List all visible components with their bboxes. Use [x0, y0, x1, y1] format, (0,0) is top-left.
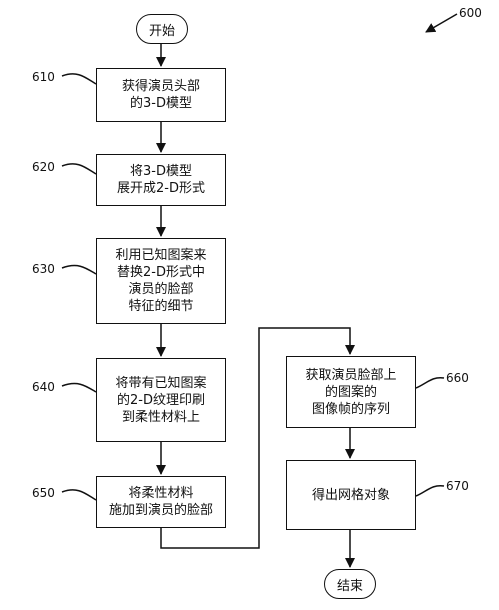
step-ref-660: 660 — [446, 371, 469, 385]
step-620-unwrap-to-2d: 将3-D模型 展开成2-D形式 — [96, 154, 226, 206]
leader-620 — [61, 163, 97, 175]
step-ref-670: 670 — [446, 479, 469, 493]
leader-650 — [61, 489, 97, 501]
figure-pointer-arrow — [425, 13, 458, 33]
step-660-capture-image-frames: 获取演员脸部上 的图案的 图像帧的序列 — [286, 356, 416, 428]
step-ref-630: 630 — [32, 262, 55, 276]
step-640-print-texture: 将带有已知图案 的2-D纹理印刷 到柔性材料上 — [96, 358, 226, 442]
step-630-replace-facial-details: 利用已知图案来 替换2-D形式中 演员的脸部 特征的细节 — [96, 238, 226, 324]
leader-640 — [61, 382, 97, 393]
leader-630 — [61, 264, 97, 275]
step-ref-640: 640 — [32, 380, 55, 394]
figure-number: 600 — [459, 6, 482, 20]
start-terminal: 开始 — [136, 14, 188, 44]
arrow-650-to-660 — [160, 327, 355, 549]
end-terminal: 结束 — [324, 569, 376, 599]
step-670-derive-mesh: 得出网格对象 — [286, 460, 416, 530]
leader-610 — [61, 73, 97, 85]
step-ref-610: 610 — [32, 70, 55, 84]
leader-660 — [415, 376, 445, 389]
leader-670 — [415, 484, 445, 497]
step-ref-650: 650 — [32, 486, 55, 500]
step-610-get-3d-head-model: 获得演员头部 的3-D模型 — [96, 68, 226, 122]
step-ref-620: 620 — [32, 160, 55, 174]
step-650-apply-to-face: 将柔性材料 施加到演员的脸部 — [96, 476, 226, 528]
